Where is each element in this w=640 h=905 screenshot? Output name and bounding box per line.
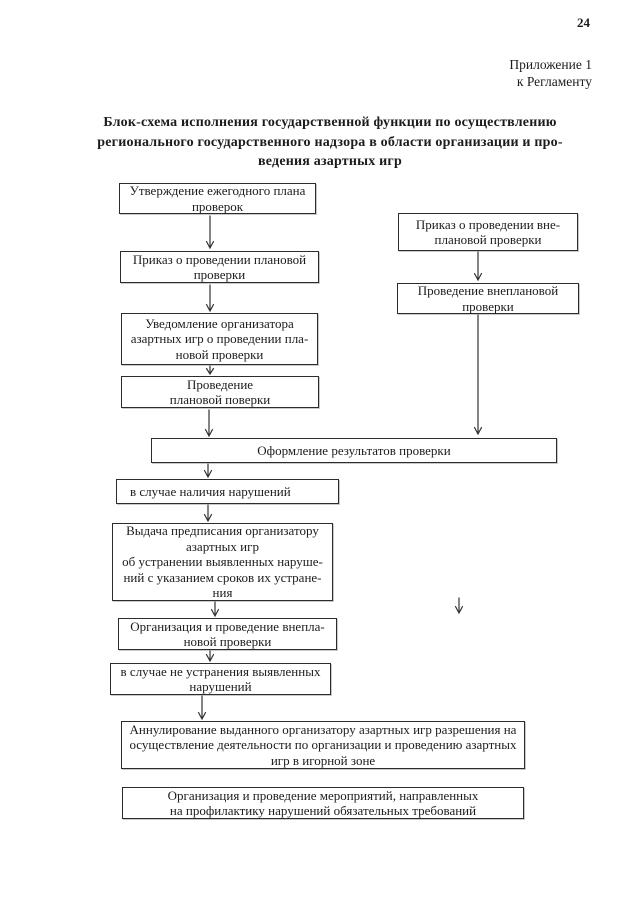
arrow-organize-to-ifnoteliminated bbox=[205, 650, 215, 663]
arrow-notify-to-conduct bbox=[205, 365, 215, 376]
page-number: 24 bbox=[577, 15, 590, 30]
flow-node-order-unplanned: Приказ о проведении вне- плановой провер… bbox=[398, 213, 578, 251]
arrow-orderunpl-to-conductunpl bbox=[473, 251, 483, 282]
flow-node-organize-unplanned: Организация и проведение внепла- новой п… bbox=[118, 618, 337, 650]
arrow-issueorder-to-organize bbox=[210, 601, 220, 618]
flow-node-order-planned: Приказ о проведении плановой проверки bbox=[120, 251, 319, 283]
arrow-ifviolations-to-issueorder bbox=[203, 504, 213, 523]
flow-node-issue-order: Выдача предписания организатору азартных… bbox=[112, 523, 333, 601]
flow-node-prevention: Организация и проведение мероприятий, на… bbox=[122, 787, 524, 819]
page-title: Блок-схема исполнения государственной фу… bbox=[97, 115, 563, 169]
flow-node-conduct-planned: Проведение плановой поверки bbox=[121, 376, 319, 408]
arrow-stray-down bbox=[454, 597, 464, 615]
annex-reference: Приложение 1 к Регламенту bbox=[509, 57, 592, 89]
flow-node-if-violations: в случае наличия нарушений bbox=[116, 479, 339, 504]
arrow-conduct-to-results bbox=[204, 409, 214, 438]
flow-node-if-not-eliminated: в случае не устранения выявленных наруше… bbox=[110, 663, 331, 695]
flow-node-results: Оформление результатов проверки bbox=[151, 438, 557, 463]
arrow-ifnoteliminated-to-annul bbox=[197, 695, 207, 721]
arrow-conductunpl-to-results bbox=[473, 314, 483, 436]
flow-node-conduct-unplanned: Проведение внеплановой проверки bbox=[397, 283, 579, 314]
flow-node-notify-organizer: Уведомление организатора азартных игр о … bbox=[121, 313, 318, 365]
arrow-plan-to-order bbox=[205, 215, 215, 250]
flow-node-approve-plan: Утверждение ежегодного плана проверок bbox=[119, 183, 316, 214]
arrow-results-to-ifviolations bbox=[203, 463, 213, 479]
arrow-order-to-notify bbox=[205, 284, 215, 313]
flow-node-annul: Аннулирование выданного организатору аза… bbox=[121, 721, 525, 769]
